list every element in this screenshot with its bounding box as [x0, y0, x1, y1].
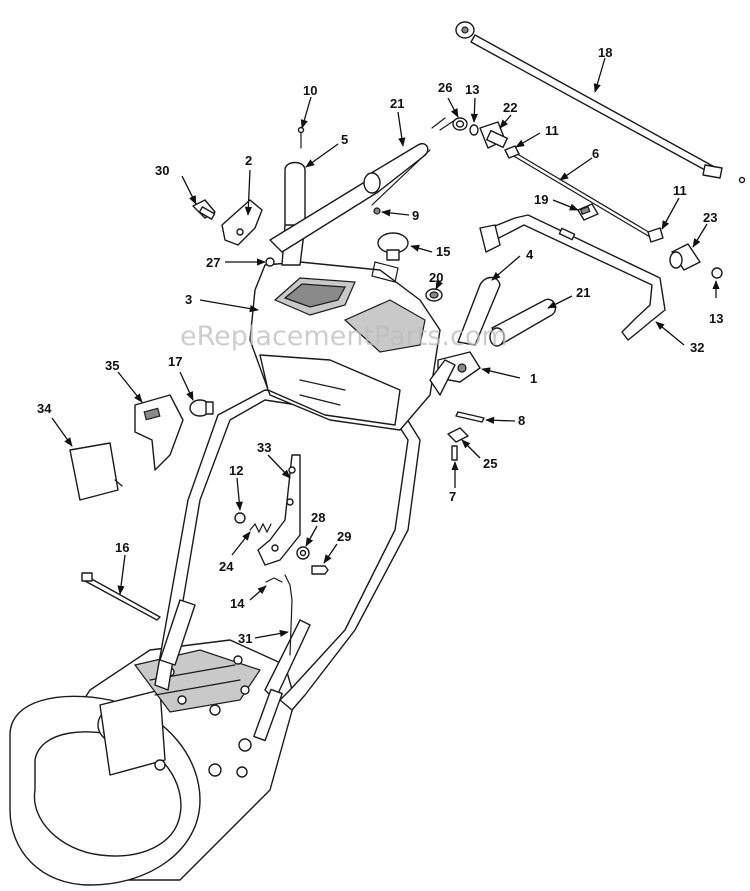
- ferrule-11b: [647, 227, 664, 243]
- callout-34: 34: [37, 401, 52, 416]
- callout-4: 4: [526, 247, 534, 262]
- callout-28: 28: [311, 510, 325, 525]
- callout-31: 31: [238, 631, 252, 646]
- callout-19: 19: [534, 192, 548, 207]
- callout-17: 17: [168, 354, 182, 369]
- callout-8: 8: [518, 413, 525, 428]
- clip-14: [265, 577, 283, 583]
- bolt-29: [311, 565, 329, 575]
- callout-5: 5: [341, 132, 348, 147]
- callout-labels: 1 2 3 4 5 6 7 8 9 10 11 11 12 13 13 14 1…: [37, 45, 723, 646]
- callout-32: 32: [690, 340, 704, 355]
- callout-1: 1: [530, 371, 537, 386]
- nut-13b: [711, 267, 723, 279]
- rod-18: [455, 21, 746, 184]
- callout-25: 25: [483, 456, 497, 471]
- bulb-17: [189, 399, 214, 417]
- light-lens-34: [69, 442, 123, 501]
- callout-7: 7: [449, 489, 456, 504]
- callout-10: 10: [303, 83, 317, 98]
- pin-9: [373, 207, 381, 215]
- callout-26: 26: [438, 80, 452, 95]
- knob-15: [371, 232, 409, 283]
- callout-14: 14: [230, 596, 245, 611]
- callout-3: 3: [185, 292, 192, 307]
- cable-tie-16: [81, 572, 161, 621]
- pin-7: [451, 445, 458, 461]
- callout-13b: 13: [709, 311, 723, 326]
- callout-21b: 21: [576, 285, 590, 300]
- callout-leaders: [51, 57, 720, 639]
- pin-27: [265, 257, 275, 267]
- callout-22: 22: [503, 100, 517, 115]
- clip-25: [447, 427, 469, 443]
- rod-31: [284, 574, 293, 656]
- lever-1: [429, 351, 481, 396]
- cylinder-23: [669, 243, 701, 271]
- adjuster-22: [479, 121, 508, 149]
- bolt-30: [192, 199, 216, 220]
- callout-15: 15: [436, 244, 450, 259]
- ring-26: [452, 117, 468, 131]
- ferrule-11a: [504, 145, 520, 159]
- callout-33: 33: [257, 440, 271, 455]
- callout-23: 23: [703, 210, 717, 225]
- callout-27: 27: [206, 255, 220, 270]
- console-panel: [249, 261, 441, 431]
- lower-handle: [154, 389, 421, 742]
- callout-12: 12: [229, 463, 243, 478]
- light-housing-35: [134, 394, 184, 471]
- callout-13a: 13: [465, 82, 479, 97]
- callout-2: 2: [245, 153, 252, 168]
- spring-box: [371, 117, 456, 206]
- watermark-text: eReplacementParts.com: [180, 321, 508, 352]
- callout-29: 29: [337, 529, 351, 544]
- shift-plate: [257, 454, 301, 566]
- grip-21-upper: [269, 143, 429, 253]
- spring-24: [249, 522, 272, 534]
- callout-16: 16: [115, 540, 129, 555]
- callout-24: 24: [219, 559, 234, 574]
- callout-6: 6: [592, 146, 599, 161]
- control-bar-32: [479, 214, 666, 341]
- callout-18: 18: [598, 45, 612, 60]
- callout-20: 20: [429, 270, 443, 285]
- screw-10: [297, 126, 305, 149]
- nut-12: [234, 512, 246, 524]
- switch-19: [577, 203, 599, 221]
- nut-13a: [469, 124, 479, 136]
- callout-30: 30: [155, 163, 169, 178]
- callout-11b: 11: [673, 183, 687, 198]
- auger-housing: [9, 639, 296, 886]
- callout-21a: 21: [390, 96, 404, 111]
- callout-9: 9: [412, 208, 419, 223]
- bracket-2: [221, 199, 263, 246]
- cable-6: [511, 151, 653, 238]
- callout-35: 35: [105, 358, 119, 373]
- bolt-8: [455, 411, 485, 423]
- bearing-20: [425, 288, 443, 302]
- callout-11a: 11: [545, 123, 559, 138]
- washer-28: [296, 546, 310, 560]
